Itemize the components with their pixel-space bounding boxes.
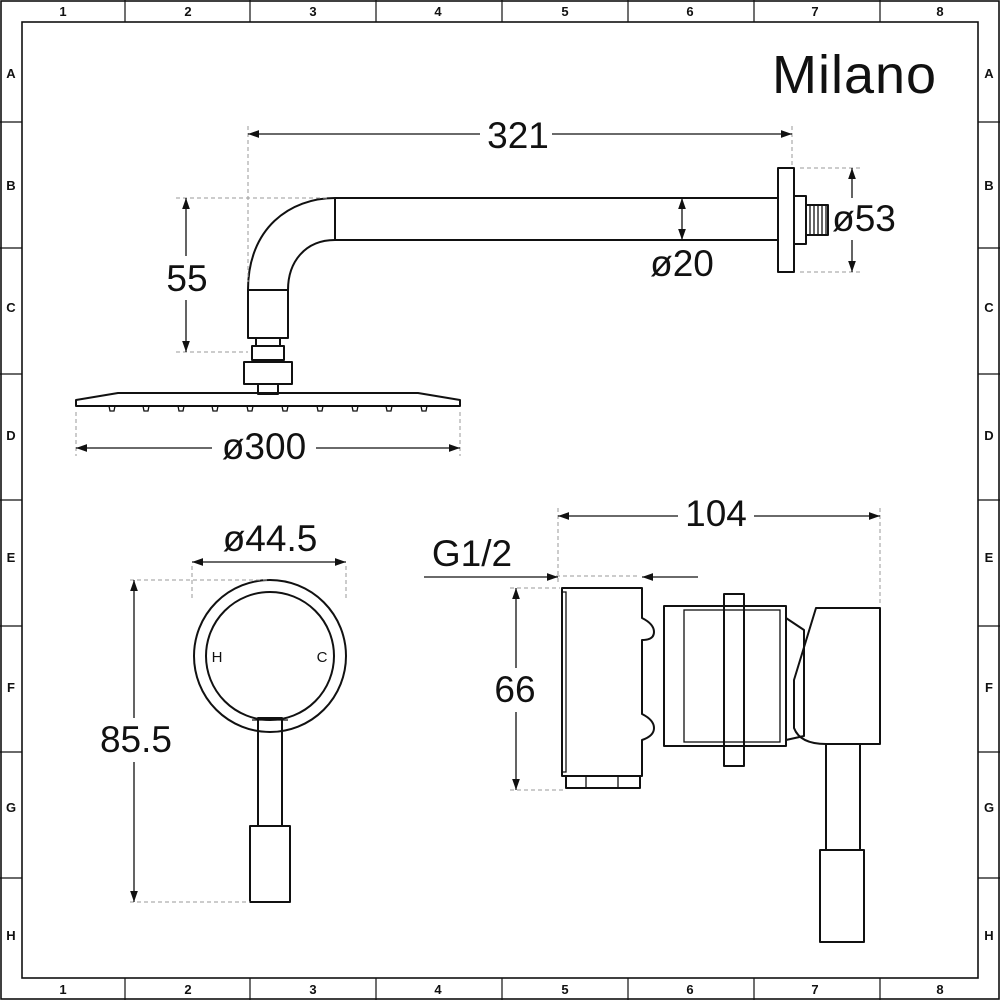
dim-arm-length-label: 321: [487, 115, 549, 156]
grid-row-label: H: [984, 928, 993, 943]
brand-logo-text: Milano: [772, 45, 937, 105]
grid-row-label: B: [984, 178, 993, 193]
shower-nozzle: [385, 405, 393, 412]
grid-col-label: 6: [686, 4, 693, 19]
valve-side-view: [561, 587, 881, 943]
grid-col-label: 8: [936, 982, 943, 997]
dim-valve-height-label: 85.5: [100, 719, 172, 760]
shower-nozzle: [211, 405, 219, 412]
shower-arm: [243, 167, 829, 395]
grid-row-label: G: [6, 800, 16, 815]
dim-flange-label: ø53: [832, 198, 896, 239]
grid-columns-top: 1 2 3 4 5 6 7 8: [59, 4, 943, 19]
grid-col-label: 6: [686, 982, 693, 997]
grid-row-label: F: [7, 680, 15, 695]
shower-head: [75, 392, 461, 412]
shower-nozzle: [281, 405, 289, 412]
grid-col-label: 4: [434, 982, 442, 997]
grid-row-label: D: [984, 428, 993, 443]
grid-rows-right: A B C D E F G H: [984, 66, 994, 943]
grid-row-label: A: [6, 66, 16, 81]
grid-row-label: E: [7, 550, 16, 565]
grid-col-label: 1: [59, 982, 66, 997]
shower-nozzle: [142, 405, 150, 412]
shower-dimension-labels: 321 55 ø20 ø53 ø300: [160, 112, 900, 468]
grid-row-label: B: [6, 178, 15, 193]
dim-arm-diameter-label: ø20: [650, 243, 714, 284]
dim-valve-body-label: 66: [494, 669, 535, 710]
valve-side-dimension-labels: 104 G1/2 66: [432, 492, 754, 712]
shower-nozzles: [108, 405, 428, 412]
grid-rows-left: A B C D E F G H: [6, 66, 16, 943]
grid-row-label: E: [985, 550, 994, 565]
grid-col-label: 5: [561, 982, 568, 997]
grid-col-label: 2: [184, 4, 191, 19]
dim-thread-label: G1/2: [432, 533, 512, 574]
grid-columns-bottom: 1 2 3 4 5 6 7 8: [59, 982, 943, 997]
shower-nozzle: [246, 405, 254, 412]
grid-col-label: 3: [309, 982, 316, 997]
grid-row-label: F: [985, 680, 993, 695]
grid-col-label: 7: [811, 4, 818, 19]
grid-col-label: 4: [434, 4, 442, 19]
shower-nozzle: [351, 405, 359, 412]
shower-nozzle: [316, 405, 324, 412]
grid-row-label: D: [6, 428, 15, 443]
grid-col-label: 5: [561, 4, 568, 19]
grid-col-label: 1: [59, 4, 66, 19]
valve-front-dimension-labels: ø44.5 85.5: [96, 518, 317, 762]
shower-nozzle: [177, 405, 185, 412]
grid-col-label: 7: [811, 982, 818, 997]
grid-row-label: G: [984, 800, 994, 815]
shower-nozzle: [108, 405, 116, 412]
grid-row-label: H: [6, 928, 15, 943]
dim-plate-label: ø44.5: [223, 518, 318, 559]
valve-front-view: H C: [193, 579, 347, 903]
dim-valve-depth-label: 104: [685, 493, 747, 534]
grid-col-label: 8: [936, 4, 943, 19]
shower-nozzle: [420, 405, 428, 412]
grid-row-label: C: [984, 300, 994, 315]
dim-head-label: ø300: [222, 426, 306, 467]
valve-side-dimension-lines: [424, 508, 881, 791]
dim-arm-drop-label: 55: [166, 258, 207, 299]
hot-label: H: [212, 649, 223, 666]
grid-row-label: C: [6, 300, 16, 315]
cold-label: C: [317, 649, 328, 666]
grid-col-label: 2: [184, 982, 191, 997]
grid-col-label: 3: [309, 4, 316, 19]
grid-row-label: A: [984, 66, 994, 81]
